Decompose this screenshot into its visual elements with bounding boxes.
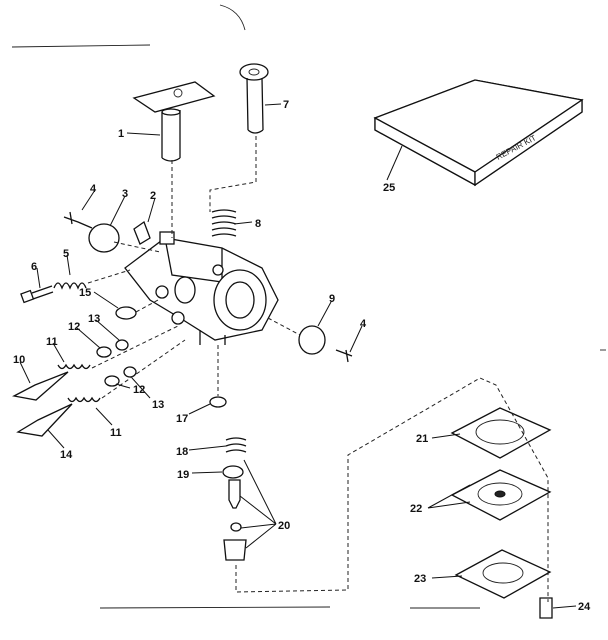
spring-part-8 — [211, 209, 237, 237]
callout-14: 14 — [60, 449, 73, 461]
leader-line — [66, 254, 71, 276]
spring-part-18 — [225, 437, 247, 453]
alignment-line — [113, 241, 161, 253]
washer-part-13b — [123, 366, 137, 378]
leader-line — [191, 471, 223, 474]
alignment-line — [267, 317, 301, 336]
callout-13-upper: 13 — [88, 313, 100, 325]
gasket-part-23 — [454, 549, 552, 599]
idle-screw-part — [20, 285, 54, 304]
callout-2: 2 — [150, 190, 156, 202]
callout-6: 6 — [31, 261, 37, 273]
needle-valve-part-10 — [12, 363, 91, 401]
inlet-needle-part-20 — [223, 479, 247, 561]
carburetor-body — [124, 231, 279, 345]
callout-9: 9 — [329, 293, 335, 305]
screw-part-24 — [539, 597, 553, 619]
leader-line — [52, 342, 65, 363]
leader-line — [95, 407, 113, 426]
leader-line — [188, 445, 227, 451]
leader-line — [47, 429, 65, 449]
alignment-line — [87, 269, 131, 284]
leader-line — [93, 291, 119, 309]
alignment-line — [101, 339, 186, 399]
callout-5: 5 — [63, 248, 69, 260]
needle-valve-part-14 — [16, 396, 101, 437]
callout-23: 23 — [414, 573, 426, 585]
callout-10: 10 — [13, 354, 25, 366]
bottom-border-line — [99, 606, 331, 609]
leader-line — [126, 132, 161, 136]
callout-7: 7 — [283, 99, 289, 111]
leader-line — [188, 403, 211, 415]
leader-line — [431, 433, 461, 439]
leader-line — [349, 325, 363, 353]
callout-25: 25 — [383, 182, 395, 194]
leader-line — [427, 484, 471, 509]
leader-line — [552, 605, 577, 609]
callout-15: 15 — [79, 287, 91, 299]
alignment-line — [209, 136, 257, 212]
top-border-curve — [219, 4, 246, 31]
washer-part-13a — [115, 339, 129, 351]
alignment-line — [91, 324, 181, 369]
throttle-plate-part — [63, 211, 120, 253]
plug-part-15 — [115, 306, 137, 320]
plug-part-17 — [209, 396, 227, 408]
idle-spring-part — [53, 282, 87, 290]
leader-line — [233, 221, 253, 225]
leader-line — [317, 301, 332, 327]
repair-kit-box: REPAIR KIT — [373, 79, 584, 187]
washer-part-12b — [104, 375, 120, 387]
callout-18: 18 — [176, 446, 188, 458]
washer-part-12a — [96, 346, 112, 358]
callout-4-upper: 4 — [90, 183, 97, 195]
callout-22: 22 — [410, 503, 422, 515]
gasket-part-19 — [222, 465, 244, 479]
alignment-line — [135, 299, 159, 313]
leader-line — [131, 377, 151, 399]
cover-plate-part-21 — [450, 407, 552, 459]
leader-line — [109, 195, 126, 227]
leader-line — [76, 327, 101, 349]
callout-11-lower: 11 — [110, 427, 122, 439]
callout-11-upper: 11 — [46, 336, 58, 348]
throttle-shaft-part — [132, 81, 216, 162]
alignment-line — [235, 377, 549, 602]
callout-1: 1 — [118, 128, 124, 140]
choke-plate-part — [298, 325, 353, 363]
diaphragm-part-22 — [450, 469, 552, 521]
leader-line — [19, 361, 31, 384]
clip-part-2 — [133, 220, 151, 245]
leader-line — [386, 145, 403, 181]
leader-line — [36, 267, 41, 289]
callout-13-lower: 13 — [152, 399, 164, 411]
callout-17: 17 — [176, 413, 188, 425]
choke-shaft-part — [239, 63, 269, 134]
callout-3: 3 — [122, 188, 128, 200]
leader-line — [81, 189, 96, 211]
leader-line — [95, 319, 120, 341]
callout-21: 21 — [416, 433, 428, 445]
callout-19: 19 — [177, 469, 189, 481]
callout-4-lower: 4 — [360, 318, 367, 330]
leader-line — [431, 575, 463, 579]
callout-8: 8 — [255, 218, 261, 230]
callout-24: 24 — [578, 601, 591, 613]
leader-line — [147, 197, 156, 223]
leader-line — [264, 103, 282, 106]
leader-line — [239, 459, 277, 549]
callout-12-upper: 12 — [68, 321, 80, 333]
callout-12-lower: 12 — [133, 384, 145, 396]
top-border-line — [11, 44, 151, 48]
callout-20: 20 — [278, 520, 290, 532]
leader-line — [115, 383, 131, 389]
